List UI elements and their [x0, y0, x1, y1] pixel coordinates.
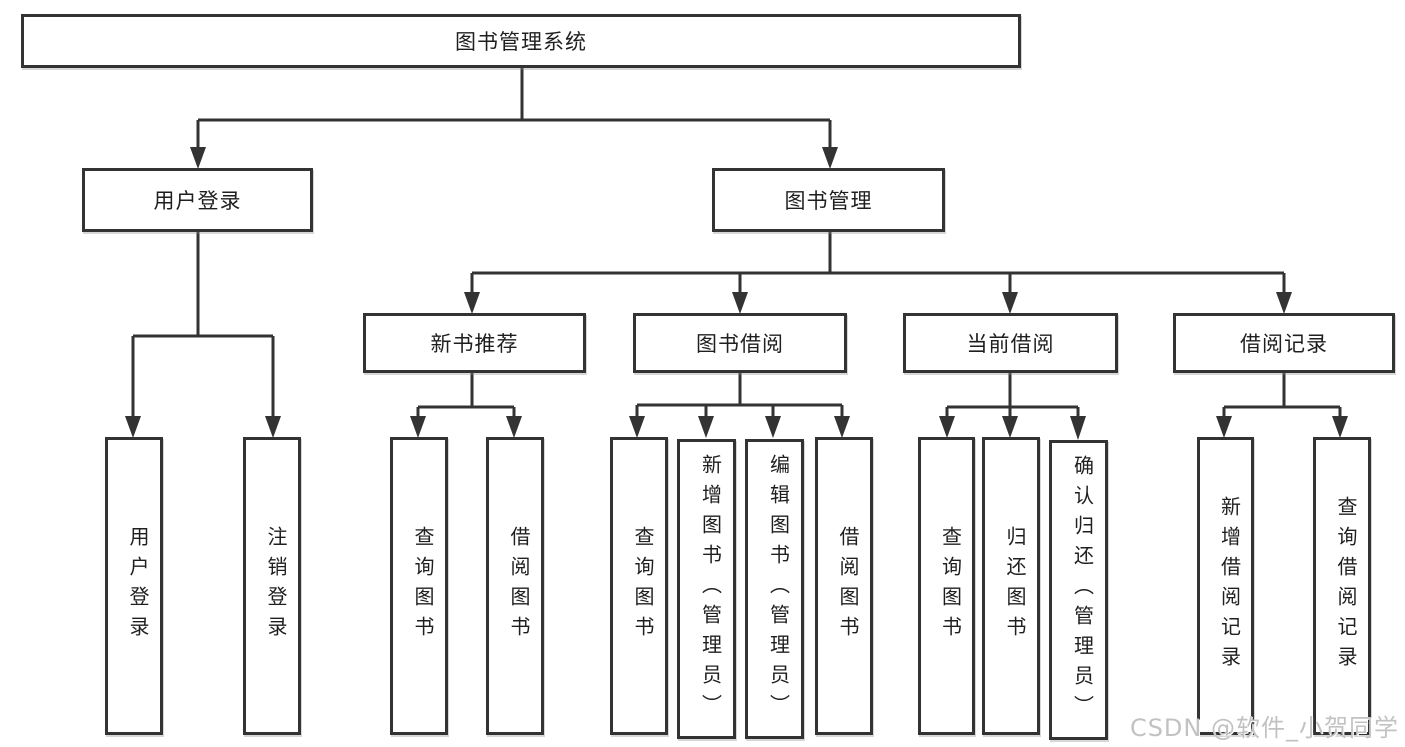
node-leaf-borrow-query-books: 查询图书 [610, 437, 668, 735]
node-new-book-recommendation: 新书推荐 [363, 313, 586, 373]
arrowhead-icon [410, 416, 426, 438]
node-book-management: 图书管理 [712, 168, 945, 232]
arrowhead-icon [464, 292, 480, 314]
node-current-borrowing: 当前借阅 [903, 313, 1118, 373]
node-leaf-rec-borrow-books-label: 借阅图书 [507, 526, 531, 646]
node-leaf-add-borrow-record: 新增借阅记录 [1197, 437, 1254, 735]
arrowhead-icon [1276, 292, 1292, 314]
node-user-login-label: 用户登录 [153, 189, 242, 213]
node-leaf-current-query-books: 查询图书 [918, 437, 975, 735]
node-book-management-label: 图书管理 [784, 189, 873, 213]
connector-user-login-to-leaves [125, 232, 281, 438]
arrowhead-icon [1216, 416, 1232, 438]
node-leaf-rec-query-books-label: 查询图书 [411, 526, 435, 646]
node-leaf-edit-books-admin-label: 编辑图书（管理员） [766, 454, 791, 724]
watermark: CSDN @软件_小贺同学 [1129, 714, 1399, 742]
node-leaf-rec-borrow-books: 借阅图书 [486, 437, 544, 735]
node-user-login: 用户登录 [82, 168, 313, 232]
node-leaf-add-books-admin: 新增图书（管理员） [677, 439, 736, 739]
arrowhead-icon [125, 416, 141, 438]
arrowhead-icon [765, 416, 781, 438]
node-leaf-query-borrow-record: 查询借阅记录 [1313, 437, 1371, 735]
connector-book-management-to-level3 [464, 232, 1292, 314]
connector-borrow-record-to-leaves [1216, 373, 1348, 438]
node-leaf-return-books-label: 归还图书 [1003, 526, 1027, 646]
arrowhead-icon [265, 416, 281, 438]
node-leaf-borrow-query-books-label: 查询图书 [631, 526, 655, 646]
arrowhead-icon [732, 292, 748, 314]
node-root-label: 图书管理系统 [455, 30, 587, 54]
node-leaf-current-query-books-label: 查询图书 [938, 526, 963, 646]
node-leaf-user-login: 用户登录 [105, 437, 163, 735]
node-leaf-add-borrow-record-label: 新增借阅记录 [1217, 496, 1242, 676]
arrowhead-icon [698, 416, 714, 438]
node-leaf-return-books: 归还图书 [982, 437, 1040, 735]
node-leaf-confirm-return-admin-label: 确认归还（管理员） [1070, 455, 1095, 725]
node-leaf-user-login-label: 用户登录 [126, 526, 150, 646]
node-leaf-edit-books-admin: 编辑图书（管理员） [745, 439, 804, 739]
node-borrowing-records-label: 借阅记录 [1240, 332, 1328, 356]
node-current-borrowing-label: 当前借阅 [966, 332, 1055, 356]
arrowhead-icon [506, 416, 522, 438]
connector-new-book-rec-to-leaves [410, 373, 522, 438]
node-new-book-recommendation-label: 新书推荐 [430, 332, 519, 356]
node-book-borrowing-label: 图书借阅 [696, 332, 784, 356]
arrowhead-icon [822, 147, 838, 169]
arrowhead-icon [1002, 416, 1018, 438]
node-borrowing-records: 借阅记录 [1173, 313, 1395, 373]
node-root-book-management-system: 图书管理系统 [21, 14, 1021, 68]
connector-root-to-level2 [190, 68, 838, 169]
node-leaf-logout-label: 注销登录 [264, 526, 288, 646]
node-book-borrowing: 图书借阅 [633, 313, 847, 373]
node-leaf-logout: 注销登录 [243, 437, 301, 735]
arrowhead-icon [939, 416, 955, 438]
arrowhead-icon [834, 416, 850, 438]
arrowhead-icon [1070, 416, 1086, 440]
node-leaf-confirm-return-admin: 确认归还（管理员） [1049, 440, 1108, 740]
node-leaf-rec-query-books: 查询图书 [390, 437, 448, 735]
node-leaf-borrow-borrow-books: 借阅图书 [815, 437, 873, 735]
connector-book-borrow-to-leaves [629, 373, 850, 438]
arrowhead-icon [1002, 292, 1018, 314]
node-leaf-query-borrow-record-label: 查询借阅记录 [1334, 496, 1358, 676]
node-leaf-add-books-admin-label: 新增图书（管理员） [698, 454, 723, 724]
arrowhead-icon [1332, 416, 1348, 438]
arrowhead-icon [629, 416, 645, 438]
arrowhead-icon [190, 147, 206, 169]
connector-current-borrow-to-leaves [939, 373, 1086, 440]
node-leaf-borrow-borrow-books-label: 借阅图书 [836, 526, 860, 646]
